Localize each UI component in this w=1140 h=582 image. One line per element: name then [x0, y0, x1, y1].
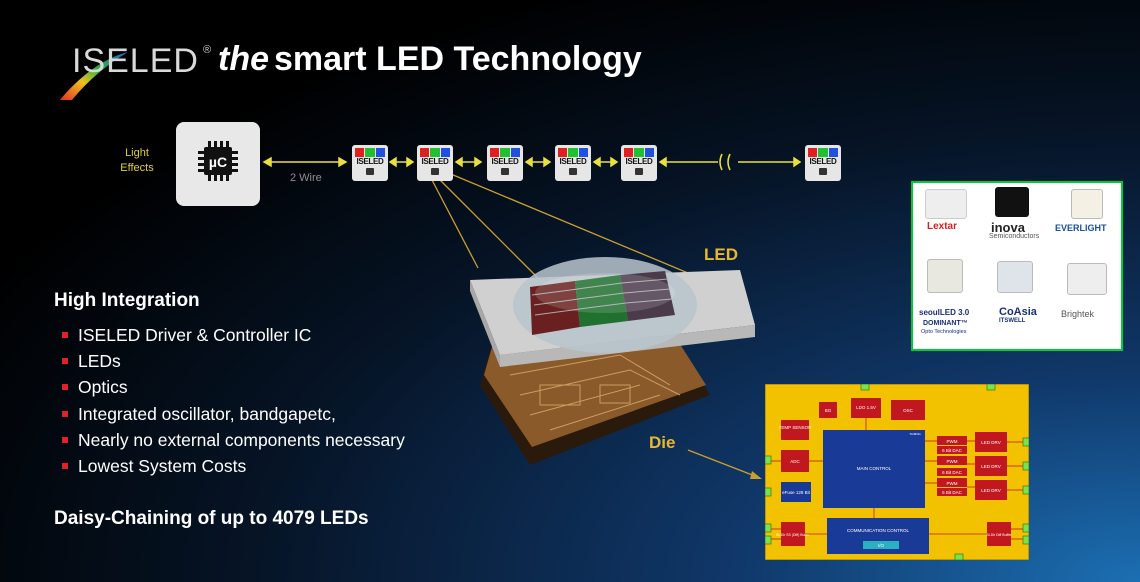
svg-text:TEMP SENSOR: TEMP SENSOR	[779, 425, 812, 430]
mcu-label: µC	[209, 154, 227, 170]
svg-text:PWM: PWM	[947, 439, 958, 444]
partner-logo-coasia: CoAsia	[999, 306, 1037, 318]
list-item: Nearly no external components necessary	[60, 427, 405, 453]
daisy-chain-note: Daisy-Chaining of up to 4079 LEDs	[54, 508, 369, 529]
ic-package-icon	[995, 187, 1029, 217]
bullet-icon	[62, 358, 68, 365]
svg-text:I/O: I/O	[878, 543, 885, 548]
svg-text:LDO 1.5V: LDO 1.5V	[856, 405, 876, 410]
iseled-chip: ISELED	[805, 145, 841, 181]
svg-text:PWM: PWM	[947, 459, 958, 464]
list-item: Integrated oscillator, bandgapetc,	[60, 401, 405, 427]
svg-text:Bi-Dir Diff Buffer: Bi-Dir Diff Buffer	[986, 533, 1012, 537]
list-item: LEDs	[60, 348, 405, 374]
iseled-chip: ISELED	[487, 145, 523, 181]
list-item: Lowest System Costs	[60, 453, 405, 479]
svg-text:ADC: ADC	[790, 459, 800, 464]
bullet-icon	[62, 463, 68, 470]
two-wire-label: 2 Wire	[290, 172, 322, 184]
bullet-icon	[62, 436, 68, 443]
bullet-icon	[62, 410, 68, 417]
svg-text:LED DRV: LED DRV	[981, 464, 1000, 469]
partner-logos-panel: Lextar inova Semiconductors EVERLIGHT se…	[911, 181, 1123, 351]
partner-logo-lextar: Lextar	[927, 221, 958, 232]
svg-text:6 Bit DAC: 6 Bit DAC	[942, 490, 963, 495]
registered-mark: ®	[203, 44, 212, 56]
partner-logo-inova-sub: Semiconductors	[989, 233, 1040, 240]
svg-text:LED DRV: LED DRV	[981, 440, 1000, 445]
die-block-diagram: TEMP SENSOR BG LDO 1.5V OSC ADC MAIN CON…	[765, 384, 1029, 560]
svg-text:eFuse 128 Bit: eFuse 128 Bit	[782, 490, 811, 495]
led-package-icon	[925, 189, 967, 219]
iseled-logo-swoosh	[60, 52, 128, 100]
iseled-chip: ISELED	[555, 145, 591, 181]
svg-text:Bi-Dir SS (Diff) Buffer: Bi-Dir SS (Diff) Buffer	[776, 533, 810, 537]
partner-logo-seoul: seoulLED 3.0	[919, 308, 970, 317]
microcontroller-chip-icon: µC	[198, 141, 238, 181]
svg-text:COMMUNICATION CONTROL: COMMUNICATION CONTROL	[847, 528, 909, 533]
partner-logo-itswell: ITSWELL	[999, 318, 1026, 324]
bullet-icon	[62, 384, 68, 391]
svg-text:TAIMNG: TAIMNG	[909, 432, 921, 436]
partner-logo-everlight: EVERLIGHT	[1055, 223, 1107, 233]
svg-text:MAIN CONTROL: MAIN CONTROL	[857, 466, 892, 471]
page-title: smart LED Technology	[274, 40, 642, 78]
iseled-chip: ISELED	[352, 145, 388, 181]
iseled-chip: ISELED	[621, 145, 657, 181]
svg-text:PWM: PWM	[947, 481, 958, 486]
partner-logo-dominant-sub: Opto Technologies	[921, 329, 967, 335]
list-item: ISELED Driver & Controller IC	[60, 322, 405, 348]
partner-logo-dominant: DOMINANT™	[923, 320, 968, 327]
partner-logo-inova: inova	[991, 220, 1025, 235]
led-package-icon	[1067, 263, 1107, 295]
partner-logo-brightek: Brightek	[1061, 309, 1095, 319]
bullet-icon	[62, 332, 68, 338]
list-item: Optics	[60, 374, 405, 400]
led-callout: LED	[704, 245, 738, 264]
iseled-chip: ISELED	[417, 145, 453, 181]
led-package-icon	[1071, 189, 1103, 219]
led-package-icon	[927, 259, 963, 293]
title-italic: the	[218, 40, 269, 78]
logo-wordmark: ISELED	[72, 42, 199, 80]
led-package-icon	[997, 261, 1033, 293]
led-package-illustration	[470, 257, 755, 465]
svg-text:6 Bit DAC: 6 Bit DAC	[942, 448, 963, 453]
die-callout: Die	[649, 433, 676, 452]
features-list: ISELED Driver & Controller IC LEDs Optic…	[60, 322, 405, 479]
svg-text:LED DRV: LED DRV	[981, 488, 1000, 493]
svg-text:BG: BG	[825, 408, 832, 413]
svg-text:6 Bit DAC: 6 Bit DAC	[942, 470, 963, 475]
svg-text:OSC: OSC	[903, 408, 914, 413]
features-heading: High Integration	[54, 290, 200, 311]
